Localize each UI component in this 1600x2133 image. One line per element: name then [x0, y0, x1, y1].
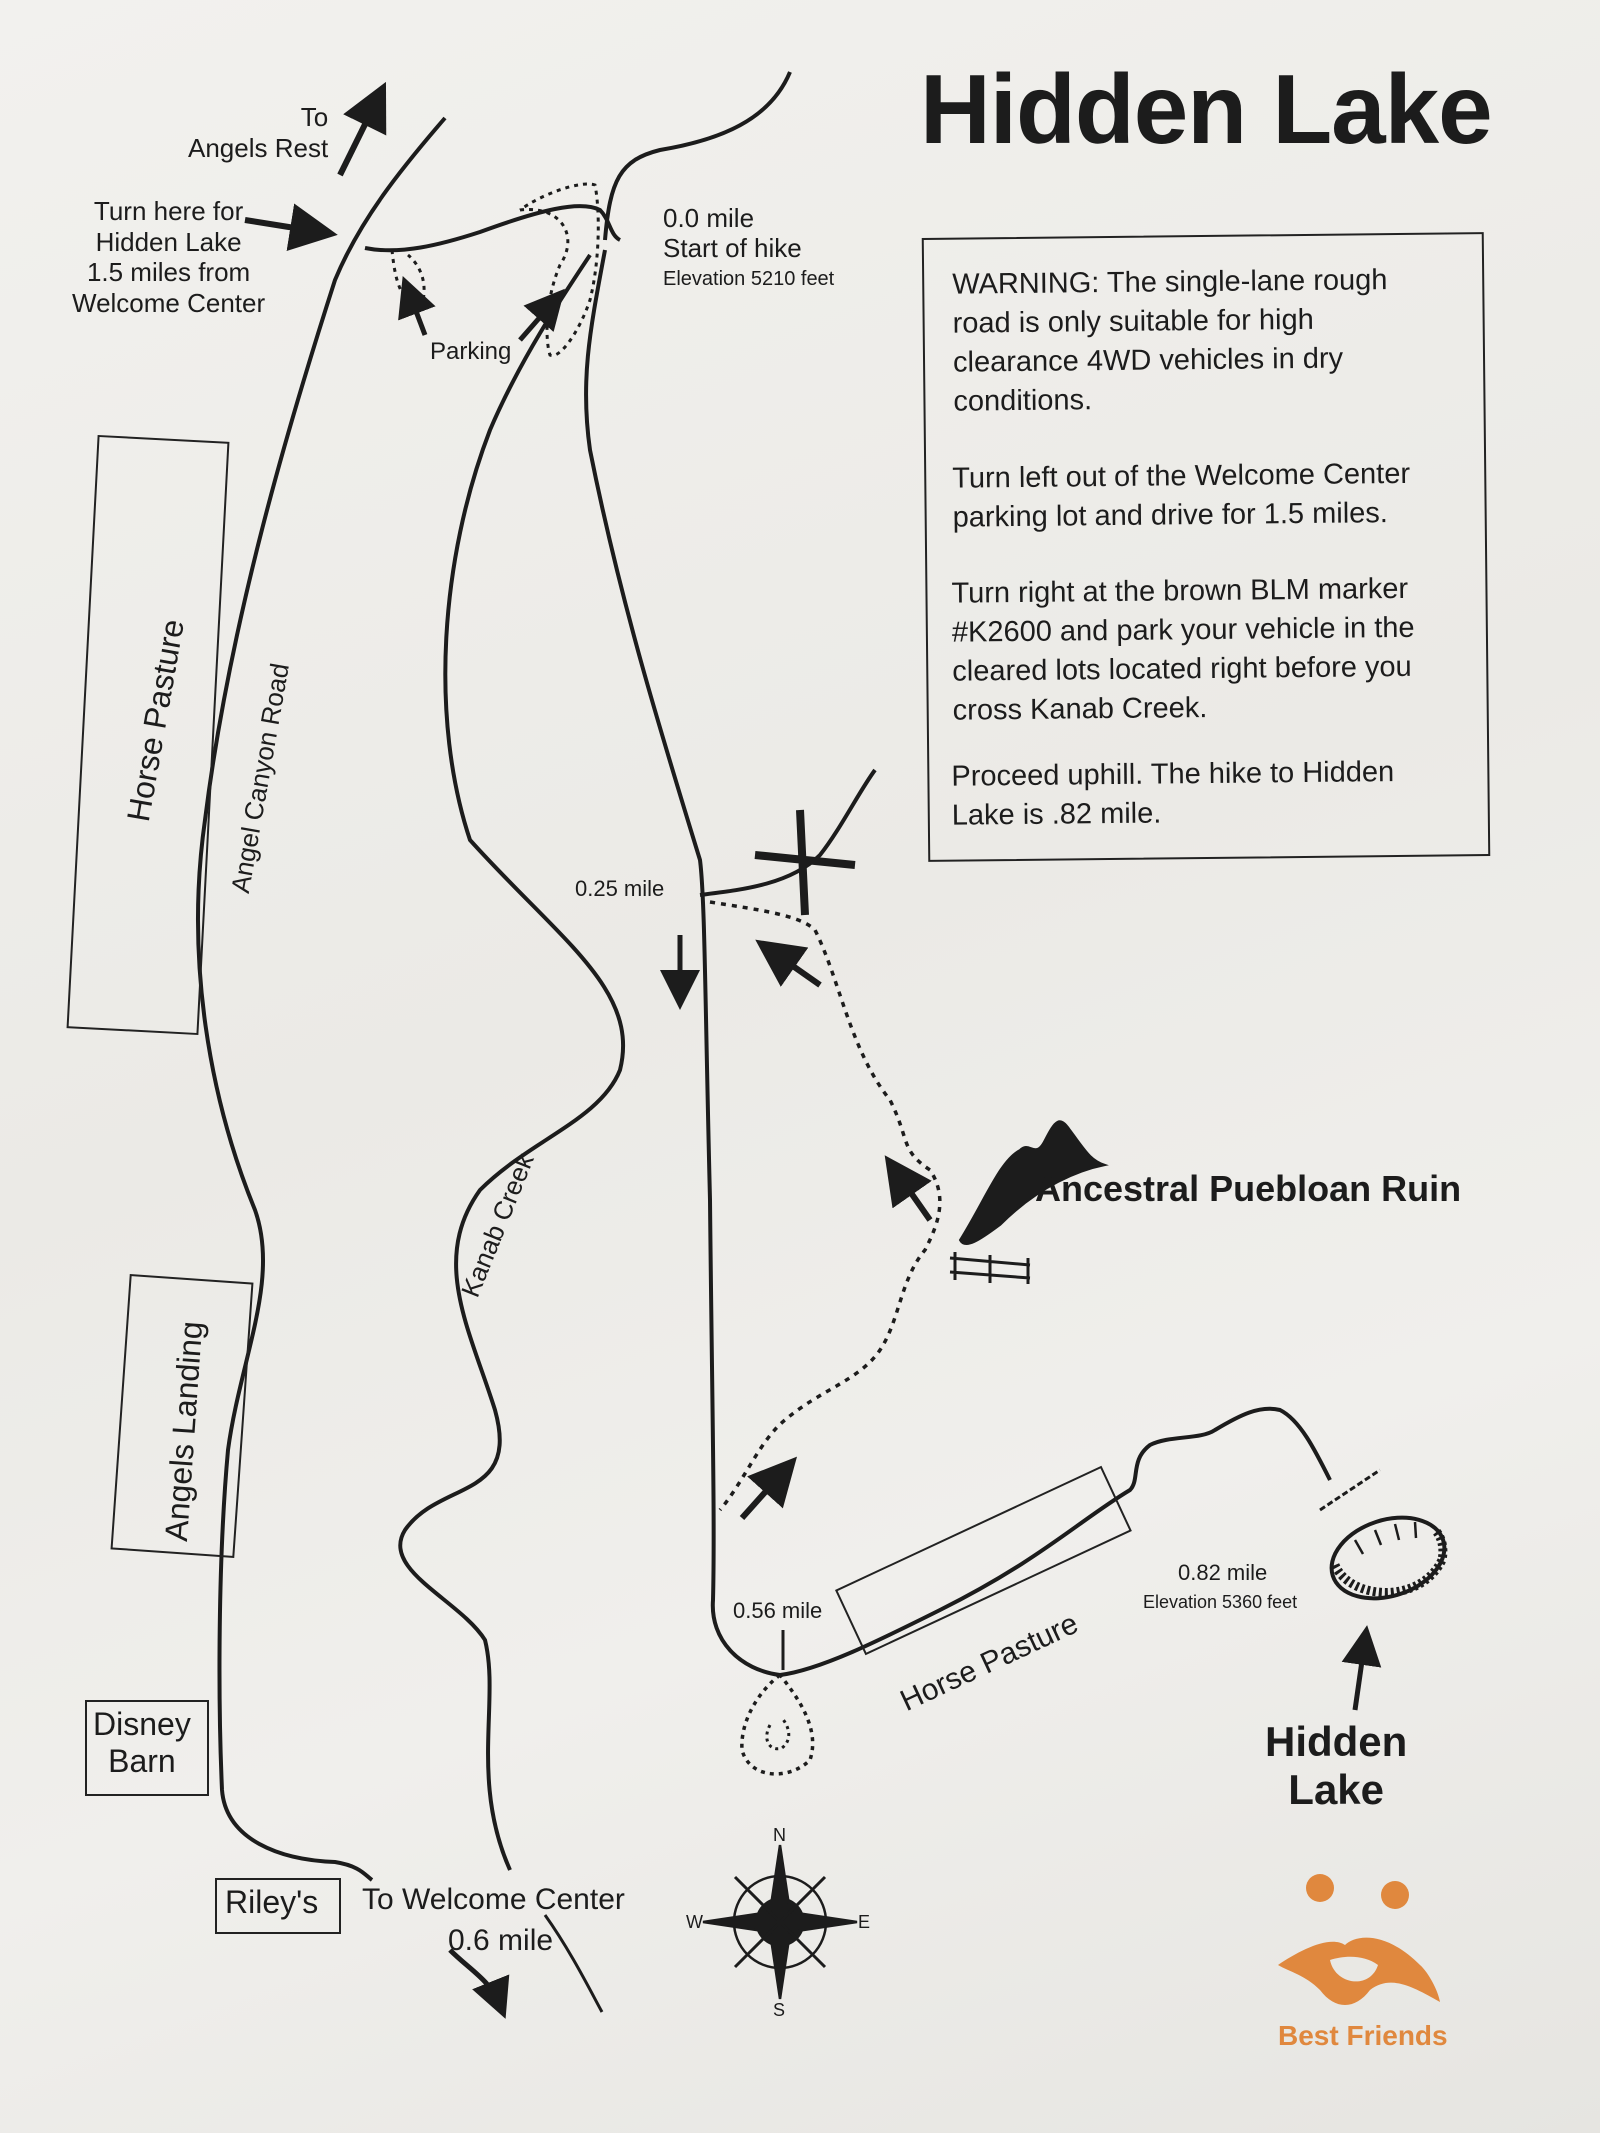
map-title: Hidden Lake — [920, 54, 1493, 164]
best-friends-logo-text: Best Friends — [1278, 2020, 1448, 2051]
welcome-distance-label: 0.6 mile — [448, 1924, 554, 1957]
disney-barn-label: Disney Barn — [93, 1706, 191, 1779]
arrow-to-lake — [1341, 1625, 1382, 1711]
fence-icon — [949, 1252, 1031, 1284]
to-welcome-center-label: To Welcome Center — [362, 1883, 625, 1916]
closed-marker — [754, 809, 856, 916]
upper-road — [603, 71, 792, 241]
compass-west: W — [686, 1912, 703, 1932]
arrow-turn-here — [244, 203, 338, 251]
rileys-label: Riley's — [225, 1884, 319, 1920]
hidden-lake-symbol — [1329, 1515, 1447, 1601]
turn-here-label: Turn here for Hidden Lake 1.5 miles from… — [72, 196, 266, 319]
arrow-parking-right — [518, 288, 565, 342]
arrow-trail-1 — [755, 939, 822, 988]
arrow-trail-3 — [739, 1456, 798, 1521]
trail-end-loop — [740, 1673, 815, 1776]
mountain-icon — [958, 1120, 1109, 1245]
warning-box: WARNING: The single-lane rough road is o… — [921, 232, 1491, 862]
parking-label: Parking — [430, 338, 512, 365]
compass-east: E — [858, 1912, 871, 1932]
lake-tick-line — [1319, 1468, 1381, 1512]
disney-barn-box — [85, 1700, 209, 1796]
mile-056-label: 0.56 mile — [733, 1598, 823, 1623]
directions-text-1: Turn left out of the Welcome Center park… — [952, 457, 1411, 534]
end-elevation-label: Elevation 5360 feet — [1143, 1592, 1298, 1612]
ruin-label: Ancestral Puebloan Ruin — [1035, 1168, 1462, 1209]
compass-rose — [702, 1844, 858, 2000]
warning-text: WARNING: The single-lane rough road is o… — [952, 264, 1388, 419]
compass-south: S — [773, 2000, 786, 2020]
to-angels-rest-label: To Angels Rest — [188, 102, 329, 163]
kanab-creek — [398, 253, 626, 1871]
access-road — [364, 204, 622, 253]
arrow-trail-2 — [884, 1155, 933, 1222]
directions-text-2: Turn right at the brown BLM marker #K260… — [951, 572, 1415, 728]
mile-025-label: 0.25 mile — [575, 876, 665, 901]
arrow-to-angels-rest — [337, 81, 387, 177]
trail-road — [583, 249, 1332, 1678]
parking-loop-right — [519, 182, 600, 357]
mile-082-label: 0.82 mile — [1178, 1560, 1268, 1585]
start-mile-label: 0.0 mile — [663, 203, 755, 233]
angel-canyon-road — [196, 116, 447, 1882]
side-road — [699, 768, 877, 897]
rileys-box — [215, 1878, 341, 1934]
compass-north: N — [773, 1825, 786, 1845]
parking-loop-left — [390, 249, 426, 313]
arrow-to-welcome — [448, 1948, 510, 2019]
best-friends-logo — [1278, 1874, 1440, 2005]
directions-text-3: Proceed uphill. The hike to Hidden Lake … — [951, 756, 1395, 832]
hidden-lake-label: Hidden Lake — [1265, 1718, 1408, 1814]
start-hike-label: Start of hike — [663, 233, 802, 263]
arrow-parking-left — [398, 275, 436, 336]
start-elevation-label: Elevation 5210 feet — [663, 268, 835, 290]
hiking-trail — [709, 900, 942, 1512]
